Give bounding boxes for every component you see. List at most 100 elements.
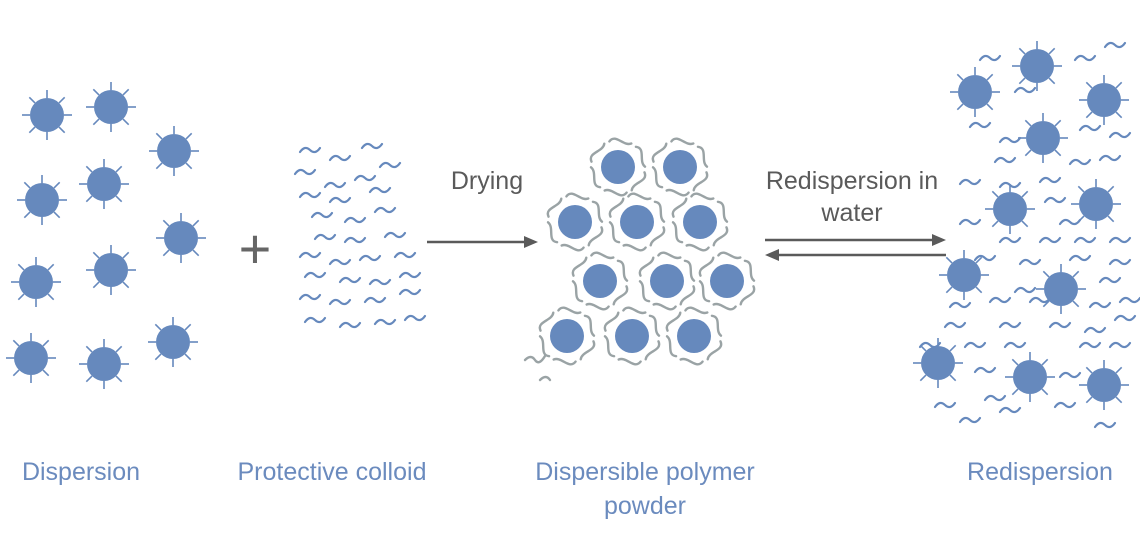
colloid-chain (1088, 301, 1112, 309)
colloid-chain (1038, 236, 1062, 244)
colloid-chain (1068, 254, 1092, 262)
colloid-shell (589, 137, 647, 197)
colloid-chain (298, 191, 322, 199)
colloid-chain (303, 271, 327, 279)
dispersion-particle (148, 317, 198, 367)
colloid-chain (293, 168, 317, 176)
colloid-chain (1108, 258, 1132, 266)
colloid-chain (1118, 296, 1140, 304)
dispersion-particle (1036, 264, 1086, 314)
dispersion-particles (6, 82, 206, 389)
colloid-chain (323, 181, 347, 189)
plus-sign: + (239, 217, 272, 280)
powder-particle (651, 137, 709, 197)
colloid-chain (353, 174, 377, 182)
colloid-chain (1093, 421, 1117, 429)
colloid-chain (998, 136, 1022, 144)
dispersion-particle (11, 257, 61, 307)
colloid-shell (665, 306, 723, 366)
dispersion-particle (1079, 75, 1129, 125)
colloid-chain (1073, 54, 1097, 62)
colloid-chain (973, 254, 997, 262)
powder-particle (665, 306, 723, 366)
colloid-chain (1043, 196, 1067, 204)
colloid-chain (968, 121, 992, 129)
colloid-chain (1038, 176, 1062, 184)
colloid-chain (1013, 86, 1037, 94)
dispersion-particle (22, 90, 72, 140)
colloid-chain (338, 321, 362, 329)
colloid-chain (403, 314, 427, 322)
dispersion-particle (86, 245, 136, 295)
colloid-chain (998, 236, 1022, 244)
powder-particles (523, 137, 756, 382)
colloid-chain (1098, 276, 1122, 284)
colloid-chain (328, 154, 352, 162)
powder-particle (608, 192, 666, 252)
colloid-chain (958, 416, 982, 424)
dispersion-particle (1005, 352, 1055, 402)
colloid-chain (1028, 296, 1052, 304)
colloid-chain (963, 341, 987, 349)
colloid-chain (1053, 401, 1077, 409)
colloid-chain (1103, 41, 1127, 49)
colloid-chain (343, 216, 367, 224)
dispersion-particle (1012, 41, 1062, 91)
colloid-chain (1108, 341, 1132, 349)
loose-colloid-chain (523, 354, 552, 382)
colloid-chain (360, 142, 384, 150)
colloid-chain (973, 366, 997, 374)
colloid-chain (988, 296, 1012, 304)
colloid-chain (368, 278, 392, 286)
dispersion-particle (985, 184, 1035, 234)
colloid-chain (1003, 341, 1027, 349)
colloid-chain (313, 233, 337, 241)
colloid-shell (546, 192, 604, 252)
dispersion-particle (939, 250, 989, 300)
colloid-chain (328, 258, 352, 266)
drying-label: Drying (450, 167, 524, 195)
colloid-chain (368, 186, 392, 194)
dispersion-particle (149, 126, 199, 176)
colloid-chain (298, 146, 322, 154)
colloid-chain (1013, 286, 1037, 294)
colloid-chain (1058, 371, 1082, 379)
redispersion-label: Redispersion (967, 458, 1113, 486)
dispersion-label: Dispersion (21, 458, 141, 486)
dispersion-particle (79, 339, 129, 389)
colloid-chain (1108, 236, 1132, 244)
redispersion-in-water-label: Redispersion in water (765, 167, 939, 227)
colloid-chain (943, 321, 967, 329)
colloid-chain (1018, 258, 1042, 266)
colloid-chain (373, 206, 397, 214)
colloid-shell (608, 192, 666, 252)
colloid-chain (373, 318, 397, 326)
colloid-shell (538, 306, 596, 366)
colloid-chain (398, 288, 422, 296)
powder-particle (589, 137, 647, 197)
dispersion-particle (1079, 360, 1129, 410)
dispersion-particle (1071, 179, 1121, 229)
dispersion-particle (86, 82, 136, 132)
colloid-chain (1108, 131, 1132, 139)
dispersion-particle (156, 213, 206, 263)
colloid-chain (998, 181, 1022, 189)
colloid-chain (958, 178, 982, 186)
colloid-chain (343, 236, 367, 244)
redispersion-arrow-forward (765, 234, 946, 246)
colloid-chain (978, 54, 1002, 62)
protective-colloid-chains (293, 142, 427, 329)
colloid-chain (1073, 236, 1097, 244)
colloid-chain (918, 341, 942, 349)
colloid-chain (1048, 321, 1072, 329)
colloid-chain (328, 196, 352, 204)
colloid-chain (933, 401, 957, 409)
colloid-chain (948, 301, 972, 309)
colloid-shell (698, 251, 756, 311)
colloid-shell (671, 192, 729, 252)
colloid-chain (1113, 314, 1137, 322)
colloid-chain (298, 293, 322, 301)
drying-arrow (427, 236, 538, 248)
colloid-chain (378, 161, 402, 169)
